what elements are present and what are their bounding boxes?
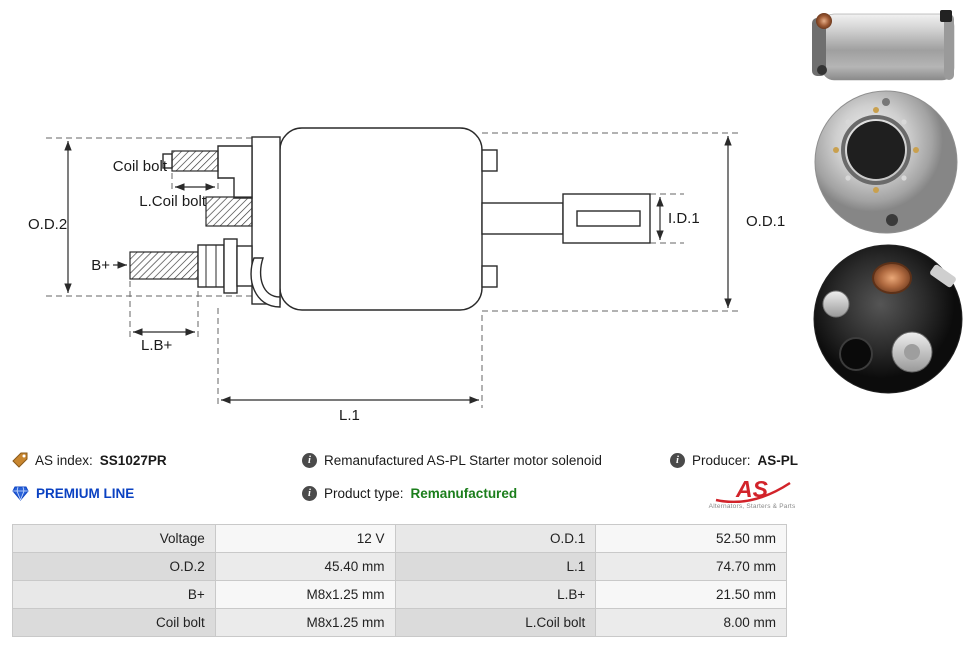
- info-icon: i: [302, 452, 317, 468]
- product-photo-side-view: [812, 10, 955, 81]
- spec-row: B+ M8x1.25 mm L.B+ 21.50 mm: [12, 580, 787, 609]
- solenoid-body: [279, 127, 483, 311]
- product-description: i Remanufactured AS-PL Starter motor sol…: [302, 452, 670, 468]
- dim-label-lb-plus: L.B+: [141, 337, 173, 354]
- photo-copper-terminal: [816, 13, 832, 29]
- bottom-hook: [250, 257, 281, 308]
- spec-table: Voltage 12 V O.D.1 52.50 mm O.D.2 45.40 …: [12, 524, 787, 637]
- spec-value: 21.50 mm: [595, 580, 787, 609]
- as-index-label: AS index:: [35, 452, 93, 468]
- product-photo-back-cap: [813, 244, 963, 394]
- spec-key: L.Coil bolt: [394, 608, 597, 637]
- info-icon: i: [302, 486, 317, 502]
- plunger-slot: [576, 210, 641, 227]
- dim-label-coil-bolt: Coil bolt: [113, 158, 168, 175]
- solenoid-outline: [129, 127, 651, 311]
- info-icon: i: [670, 452, 685, 468]
- spec-row: Voltage 12 V O.D.1 52.50 mm: [12, 524, 787, 553]
- brand-logo-text: AS: [735, 477, 769, 502]
- spec-value: M8x1.25 mm: [214, 580, 396, 609]
- premium-line-label: PREMIUM LINE: [36, 486, 135, 502]
- spec-key: Coil bolt: [12, 608, 216, 637]
- photo-hex-bolt: [822, 290, 850, 318]
- mount-plate: [251, 136, 281, 305]
- product-photo-front-cap: [814, 90, 958, 234]
- photo-copper-contact: [872, 262, 912, 294]
- spec-value: 74.70 mm: [595, 552, 787, 581]
- dim-label-l1: L.1: [339, 407, 360, 424]
- coil-bolt-thread-block: [205, 196, 253, 227]
- dimension-lines: [64, 136, 732, 404]
- spec-row: O.D.2 45.40 mm L.1 74.70 mm: [12, 552, 787, 581]
- photo-end-cap: [812, 18, 826, 76]
- coil-bolt-stud: [171, 150, 219, 172]
- spec-key: L.1: [394, 552, 597, 581]
- dim-label-l-coil-bolt: L.Coil bolt: [139, 193, 207, 210]
- as-index: AS index: SS1027PR: [12, 452, 302, 468]
- dim-label-b-plus: B+: [91, 257, 110, 274]
- b-plus-nut: [197, 244, 225, 288]
- spec-key: O.D.1: [394, 524, 597, 553]
- plunger-shaft: [481, 202, 564, 235]
- brand-logo-mark: AS: [715, 477, 791, 503]
- spec-row: Coil bolt M8x1.25 mm L.Coil bolt 8.00 mm: [12, 608, 787, 637]
- b-plus-stud: [129, 251, 199, 280]
- as-index-value: SS1027PR: [99, 452, 167, 468]
- spec-value: 12 V: [214, 524, 396, 553]
- brand-logo: AS Alternators, Starters & Parts: [706, 477, 798, 511]
- spec-key: O.D.2: [12, 552, 216, 581]
- technical-drawing: O.D.2 O.D.1 I.D.1 L.1 L.B+ Coil bolt L.C…: [28, 127, 785, 424]
- spec-value: 52.50 mm: [595, 524, 787, 553]
- top-bracket: [217, 145, 253, 199]
- dim-label-id1: I.D.1: [668, 210, 700, 227]
- spec-value: 8.00 mm: [595, 608, 787, 637]
- producer-value: AS-PL: [757, 452, 799, 468]
- photo-center-bore: [847, 121, 905, 179]
- gem-icon: [12, 486, 29, 502]
- product-type-value: Remanufactured: [410, 486, 518, 502]
- producer: i Producer: AS-PL: [670, 452, 799, 468]
- product-type-label: Product type:: [324, 486, 404, 502]
- dim-label-od1: O.D.1: [746, 213, 785, 230]
- spec-key: Voltage: [12, 524, 216, 553]
- premium-line: PREMIUM LINE: [12, 486, 302, 501]
- spec-key: L.B+: [394, 580, 597, 609]
- brand-logo-subtext: Alternators, Starters & Parts: [708, 503, 796, 510]
- spec-key: B+: [12, 580, 216, 609]
- spec-value: 45.40 mm: [214, 552, 396, 581]
- spec-value: M8x1.25 mm: [214, 608, 396, 637]
- producer-label: Producer:: [692, 452, 751, 468]
- tag-icon: [12, 452, 28, 468]
- product-info: AS index: SS1027PR i Remanufactured AS-P…: [12, 452, 798, 511]
- product-type: i Product type: Remanufactured: [302, 486, 670, 502]
- dim-label-od2: O.D.2: [28, 216, 67, 233]
- product-description-text: Remanufactured AS-PL Starter motor solen…: [324, 452, 602, 468]
